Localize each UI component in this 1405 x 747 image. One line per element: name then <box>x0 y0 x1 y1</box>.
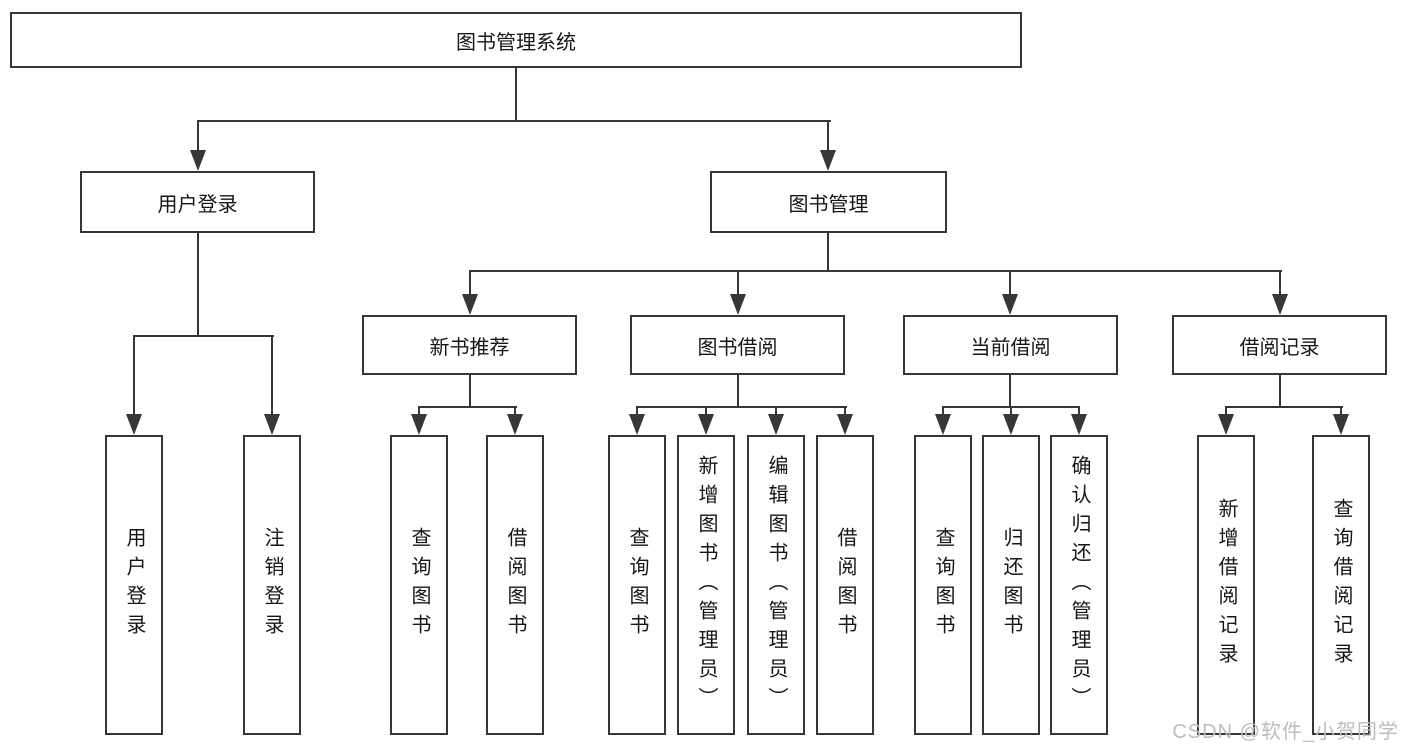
arrowhead-down-icon <box>1002 294 1018 315</box>
v-line <box>514 406 516 417</box>
leaf-confirm-return-admin-label: 确认归还（管理员） <box>1068 454 1090 716</box>
leaf-add-book-admin-label: 新增图书（管理员） <box>695 454 717 716</box>
v-line <box>1078 406 1080 417</box>
leaf-borrow-books-recommend: 借阅图书 <box>486 435 544 735</box>
node-user-login-label: 用户登录 <box>157 193 238 216</box>
leaf-query-books-borrowing: 查询图书 <box>608 435 666 735</box>
v-line <box>418 406 420 417</box>
leaf-query-books-recommend: 查询图书 <box>390 435 448 735</box>
arrowhead-down-icon <box>1272 294 1288 315</box>
leaf-borrow-books-borrowing-label: 借阅图书 <box>834 527 856 643</box>
leaf-borrow-books-borrowing: 借阅图书 <box>816 435 874 735</box>
node-current-borrowing-label: 当前借阅 <box>970 336 1051 359</box>
arrowhead-down-icon <box>1333 414 1349 435</box>
node-book-borrowing: 图书借阅 <box>630 315 845 375</box>
v-line <box>515 68 517 122</box>
node-new-book-recommend-label: 新书推荐 <box>429 336 510 359</box>
arrowhead-down-icon <box>629 414 645 435</box>
leaf-query-books-recommend-label: 查询图书 <box>408 527 430 643</box>
leaf-query-books-borrowing-label: 查询图书 <box>626 527 648 643</box>
node-user-login: 用户登录 <box>80 171 315 233</box>
leaf-borrow-books-recommend-label: 借阅图书 <box>504 527 526 643</box>
node-book-management: 图书管理 <box>710 171 947 233</box>
v-line <box>737 270 739 298</box>
v-line <box>1340 406 1342 417</box>
node-root: 图书管理系统 <box>10 12 1022 68</box>
arrowhead-down-icon <box>730 294 746 315</box>
h-line <box>133 335 274 337</box>
arrowhead-down-icon <box>462 294 478 315</box>
leaf-edit-book-admin-label: 编辑图书（管理员） <box>765 454 787 716</box>
leaf-query-borrow-record-label: 查询借阅记录 <box>1330 498 1352 672</box>
arrowhead-down-icon <box>935 414 951 435</box>
leaf-query-borrow-record: 查询借阅记录 <box>1312 435 1370 735</box>
arrowhead-down-icon <box>190 150 206 171</box>
arrowhead-down-icon <box>820 150 836 171</box>
node-root-label: 图书管理系统 <box>456 31 576 54</box>
v-line <box>636 406 638 417</box>
v-line <box>1225 406 1227 417</box>
leaf-edit-book-admin: 编辑图书（管理员） <box>747 435 805 735</box>
arrowhead-down-icon <box>411 414 427 435</box>
v-line <box>197 120 199 154</box>
v-line <box>197 233 199 337</box>
arrowhead-down-icon <box>837 414 853 435</box>
v-line <box>1009 270 1011 298</box>
v-line <box>469 375 471 408</box>
leaf-return-books: 归还图书 <box>982 435 1040 735</box>
v-line <box>827 120 829 154</box>
node-current-borrowing: 当前借阅 <box>903 315 1118 375</box>
arrowhead-down-icon <box>264 414 280 435</box>
node-book-management-label: 图书管理 <box>788 193 869 216</box>
arrowhead-down-icon <box>1071 414 1087 435</box>
h-line <box>469 270 1282 272</box>
arrowhead-down-icon <box>1218 414 1234 435</box>
leaf-logout: 注销登录 <box>243 435 301 735</box>
v-line <box>271 335 273 417</box>
node-borrowing-records-label: 借阅记录 <box>1239 336 1320 359</box>
h-line <box>636 406 847 408</box>
node-new-book-recommend: 新书推荐 <box>362 315 577 375</box>
arrowhead-down-icon <box>1003 414 1019 435</box>
v-line <box>133 335 135 417</box>
leaf-query-books-current-label: 查询图书 <box>932 527 954 643</box>
leaf-user-login-label: 用户登录 <box>123 527 145 643</box>
leaf-logout-label: 注销登录 <box>261 527 283 643</box>
v-line <box>737 375 739 408</box>
v-line <box>705 406 707 417</box>
v-line <box>775 406 777 417</box>
leaf-return-books-label: 归还图书 <box>1000 527 1022 643</box>
v-line <box>942 406 944 417</box>
v-line <box>1279 375 1281 408</box>
arrowhead-down-icon <box>768 414 784 435</box>
watermark: CSDN @软件_小贺同学 <box>1172 721 1399 743</box>
v-line <box>1010 406 1012 417</box>
leaf-add-borrow-record-label: 新增借阅记录 <box>1215 498 1237 672</box>
v-line <box>1009 375 1011 408</box>
node-borrowing-records: 借阅记录 <box>1172 315 1387 375</box>
leaf-add-borrow-record: 新增借阅记录 <box>1197 435 1255 735</box>
leaf-add-book-admin: 新增图书（管理员） <box>677 435 735 735</box>
arrowhead-down-icon <box>126 414 142 435</box>
v-line <box>469 270 471 298</box>
v-line <box>844 406 846 417</box>
leaf-confirm-return-admin: 确认归还（管理员） <box>1050 435 1108 735</box>
node-book-borrowing-label: 图书借阅 <box>697 336 778 359</box>
leaf-query-books-current: 查询图书 <box>914 435 972 735</box>
h-line <box>1225 406 1343 408</box>
v-line <box>1279 270 1281 298</box>
v-line <box>827 233 829 272</box>
h-line <box>197 120 831 122</box>
arrowhead-down-icon <box>507 414 523 435</box>
leaf-user-login: 用户登录 <box>105 435 163 735</box>
arrowhead-down-icon <box>698 414 714 435</box>
h-line <box>418 406 517 408</box>
